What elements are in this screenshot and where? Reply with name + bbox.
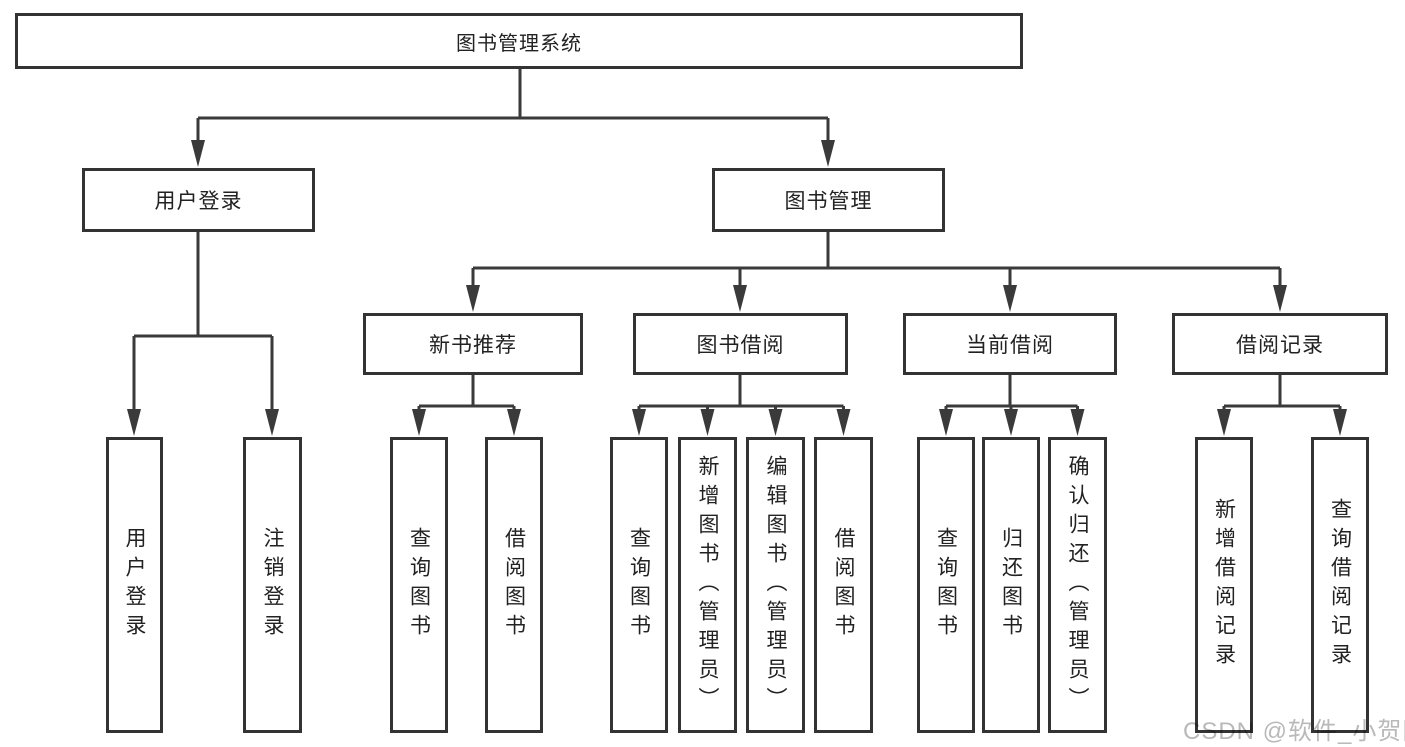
leaf-logout-label: 注销登录 [261,527,284,643]
node-borrowing-records: 借阅记录 [1172,313,1388,375]
leaf-logout: 注销登录 [243,437,302,733]
leaf-user-login: 用户登录 [106,437,163,733]
node-root-library-system: 图书管理系统 [15,13,1023,69]
leaf-query-borrow-record-label: 查询借阅记录 [1328,498,1352,672]
leaf-query-books-current-label: 查询图书 [934,527,958,643]
leaf-confirm-return-admin: 确认归还（管理员） [1048,437,1107,733]
leaf-borrow-books-borrowing: 借阅图书 [814,437,873,733]
leaf-return-books: 归还图书 [982,437,1040,733]
leaf-edit-books-admin-label: 编辑图书（管理员） [764,454,787,716]
leaf-edit-books-admin: 编辑图书（管理员） [746,437,805,733]
leaf-confirm-return-admin-label: 确认归还（管理员） [1066,454,1089,716]
leaf-query-borrow-record: 查询借阅记录 [1311,437,1369,733]
leaf-query-books-current: 查询图书 [917,437,975,733]
leaf-query-books-borrowing-label: 查询图书 [627,527,651,643]
leaf-borrow-books-recommend: 借阅图书 [485,437,543,733]
leaf-add-books-admin-label: 新增图书（管理员） [696,454,719,716]
leaf-query-books-recommend-label: 查询图书 [407,527,431,643]
node-book-borrowing: 图书借阅 [633,313,848,375]
leaf-query-books-recommend: 查询图书 [390,437,448,733]
node-new-book-recommend: 新书推荐 [363,313,583,375]
leaf-add-borrow-record-label: 新增借阅记录 [1212,498,1236,672]
leaf-add-books-admin: 新增图书（管理员） [678,437,737,733]
leaf-return-books-label: 归还图书 [999,527,1023,643]
leaf-add-borrow-record: 新增借阅记录 [1195,437,1253,733]
leaf-query-books-borrowing: 查询图书 [610,437,668,733]
csdn-watermark: CSDN @软件_小贺同学 [1183,718,1405,745]
leaf-borrow-books-recommend-label: 借阅图书 [502,527,526,643]
leaf-user-login-label: 用户登录 [123,527,146,643]
node-user-login: 用户登录 [82,168,315,232]
leaf-borrow-books-borrowing-label: 借阅图书 [832,527,855,643]
node-current-borrowing: 当前借阅 [903,313,1117,375]
arrowheads [127,140,1347,436]
node-book-management: 图书管理 [712,168,945,232]
